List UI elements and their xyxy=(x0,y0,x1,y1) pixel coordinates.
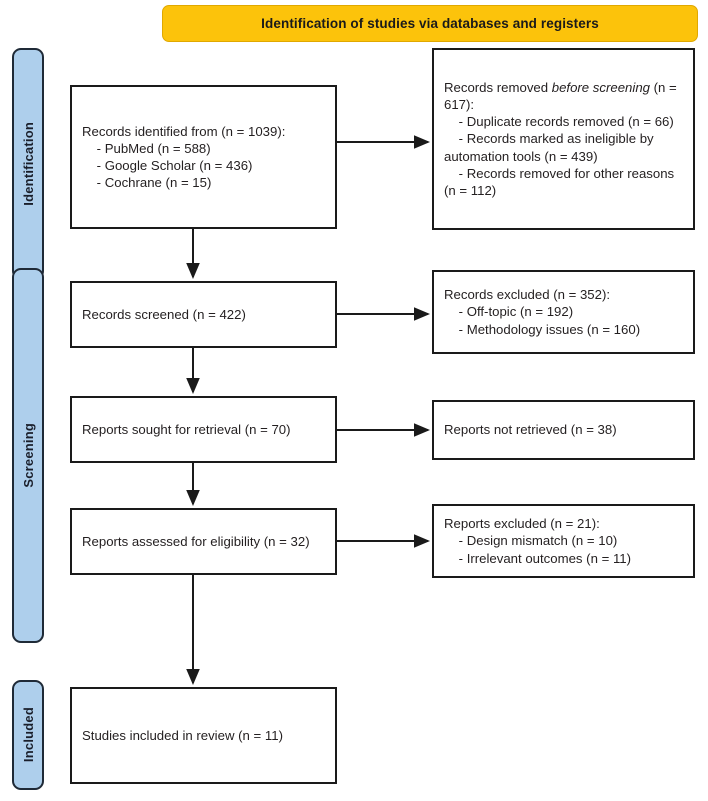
records-screened-text: Records screened (n = 422) xyxy=(82,306,246,322)
records-identified-text: Records identified from (n = 1039): - Pu… xyxy=(82,123,286,191)
stage-label-screening: Screening xyxy=(20,423,36,488)
reports-excluded-text: Reports excluded (n = 21): - Design mism… xyxy=(444,516,632,566)
studies-included-in-review-box: Studies included in review (n = 11) xyxy=(70,687,337,784)
reports-sought-for-retrieval-box: Reports sought for retrieval (n = 70) xyxy=(70,396,337,463)
stage-label-included: Included xyxy=(20,707,36,763)
reports-excluded-box: Reports excluded (n = 21): - Design mism… xyxy=(432,504,695,578)
identification-banner-label: Identification of studies via databases … xyxy=(261,16,599,31)
records-excluded-box: Records excluded (n = 352): - Off-topic … xyxy=(432,270,695,354)
reports-not-retrieved-box: Reports not retrieved (n = 38) xyxy=(432,400,695,460)
records-screened-box: Records screened (n = 422) xyxy=(70,281,337,348)
records-removed-text: Records removed before screening (n = 61… xyxy=(444,79,677,198)
records-removed-before-screening-box: Records removed before screening (n = 61… xyxy=(432,48,695,230)
stage-pill-identification: Identification xyxy=(12,48,44,280)
records-identified-box: Records identified from (n = 1039): - Pu… xyxy=(70,85,337,229)
stage-pill-included: Included xyxy=(12,680,44,790)
before-screening-emphasis: before screening xyxy=(551,79,650,95)
records-excluded-text: Records excluded (n = 352): - Off-topic … xyxy=(444,287,641,337)
stage-pill-screening: Screening xyxy=(12,268,44,643)
reports-sought-text: Reports sought for retrieval (n = 70) xyxy=(82,421,291,437)
identification-banner: Identification of studies via databases … xyxy=(162,5,698,42)
reports-assessed-text: Reports assessed for eligibility (n = 32… xyxy=(82,533,310,549)
reports-not-retrieved-text: Reports not retrieved (n = 38) xyxy=(444,422,617,438)
reports-assessed-for-eligibility-box: Reports assessed for eligibility (n = 32… xyxy=(70,508,337,575)
studies-included-text: Studies included in review (n = 11) xyxy=(82,727,283,743)
stage-label-identification: Identification xyxy=(20,122,36,206)
